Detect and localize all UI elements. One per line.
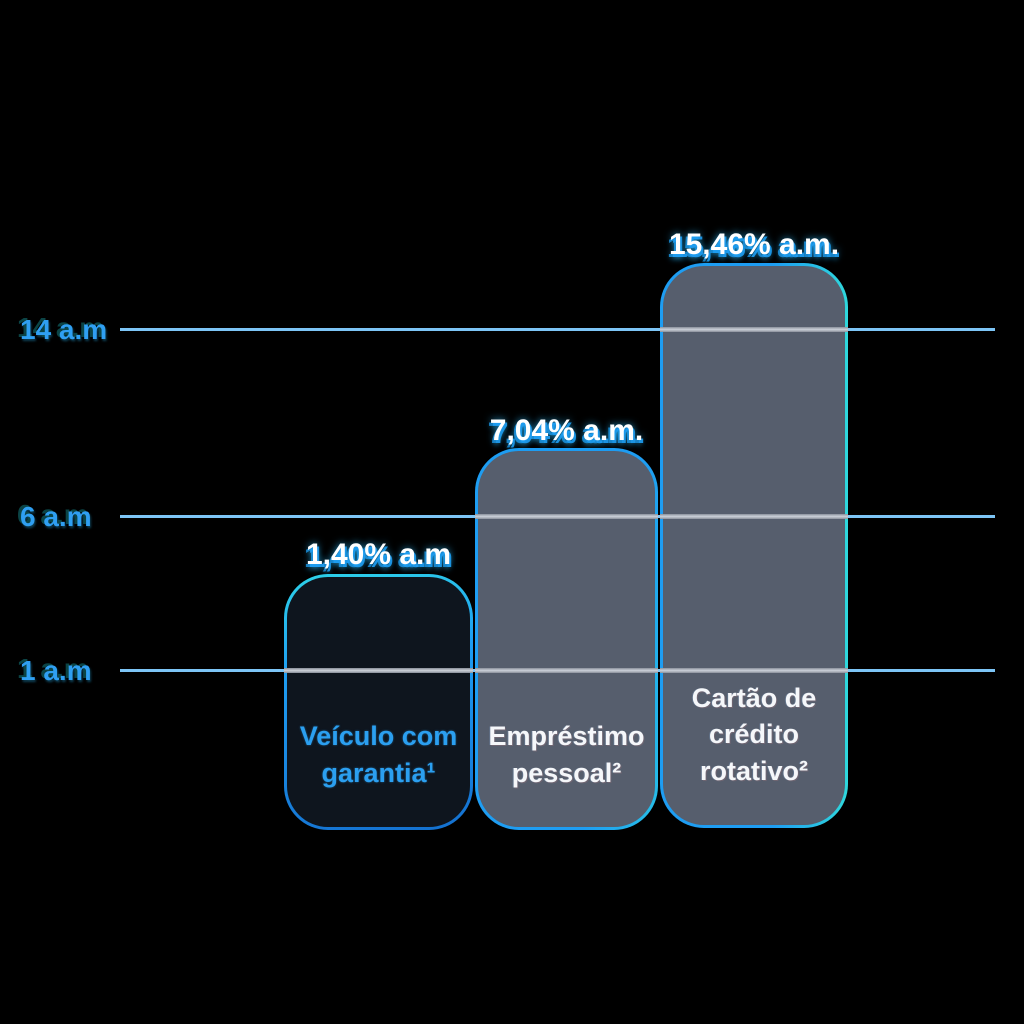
bar-emprestimo-pessoal: Empréstimo pessoal² — [475, 448, 658, 830]
bar-label-emprestimo-line1: Empréstimo — [488, 721, 645, 752]
gridline-overlay-6am-bar3 — [660, 514, 848, 519]
bar-veiculo-fill: Veículo com garantia¹ — [287, 577, 470, 827]
value-label-veiculo: 1,40% a.m — [305, 538, 452, 571]
y-tick-label-6am: 6 a.m — [20, 501, 92, 532]
bar-label-veiculo-line2: garantia¹ — [321, 757, 436, 788]
bar-label-cartao-line1: Cartão de — [691, 682, 817, 713]
y-tick-label-14am: 14 a.m — [20, 314, 108, 345]
bar-label-emprestimo: Empréstimo pessoal² — [488, 718, 644, 827]
bar-label-cartao: Cartão de crédito rotativo² — [692, 680, 817, 825]
bar-label-emprestimo-line2: pessoal² — [511, 757, 622, 788]
gridline-14am — [120, 328, 995, 331]
bar-cartao-credito-rotativo: Cartão de crédito rotativo² — [660, 263, 848, 828]
gridline-overlay-1am-bar1 — [284, 668, 473, 673]
gridline-overlay-1am-bar3 — [660, 668, 848, 673]
gridline-overlay-14am-bar3 — [660, 327, 848, 332]
bar-emprestimo-fill: Empréstimo pessoal² — [478, 451, 655, 827]
value-label-cartao: 15,46% a.m. — [668, 228, 840, 261]
bar-veiculo-com-garantia: Veículo com garantia¹ — [284, 574, 473, 830]
gridline-overlay-6am-bar2 — [475, 514, 658, 519]
bar-label-veiculo: Veículo com garantia¹ — [300, 718, 458, 827]
bar-cartao-fill: Cartão de crédito rotativo² — [663, 266, 845, 825]
bar-label-cartao-line2: crédito — [708, 719, 799, 750]
bar-label-cartao-line3: rotativo² — [699, 755, 808, 786]
bar-label-veiculo-line1: Veículo com — [299, 721, 458, 752]
gridline-overlay-1am-bar2 — [475, 668, 658, 673]
y-tick-label-1am: 1 a.m — [20, 655, 92, 686]
value-label-emprestimo: 7,04% a.m. — [489, 414, 644, 447]
